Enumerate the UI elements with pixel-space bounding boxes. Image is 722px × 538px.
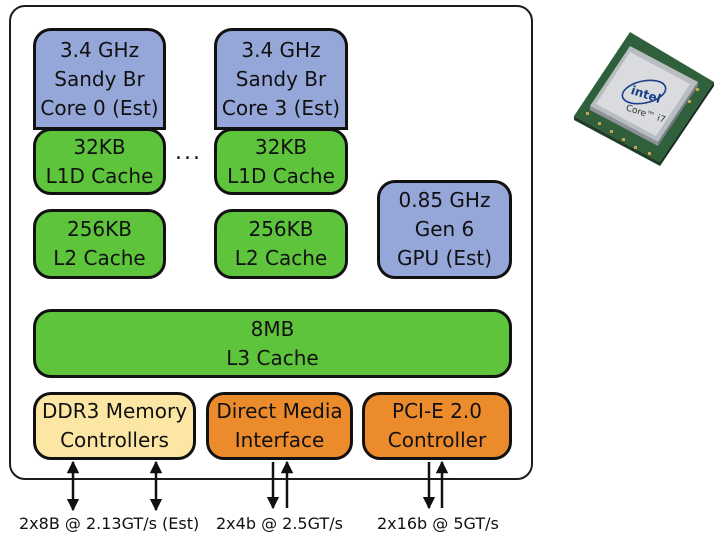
memory-controller-line2: Controllers (60, 428, 169, 452)
pcie-bandwidth-label: 2x16b @ 5GT/s (377, 514, 499, 533)
gpu-block: 0.85 GHz Gen 6 GPU (Est) (377, 180, 512, 279)
core-3-block: 3.4 GHz Sandy Br Core 3 (Est) (214, 28, 348, 130)
memory-controller-block: DDR3 Memory Controllers (33, 392, 196, 460)
dmi-bandwidth-label: 2x4b @ 2.5GT/s (216, 514, 343, 533)
direct-media-interface-block: Direct Media Interface (206, 392, 353, 460)
core-0-l1d-label: L1D Cache (45, 163, 154, 188)
intel-core-i7-processor-image: intel Core™ i7 (574, 32, 714, 166)
core-0-block: 3.4 GHz Sandy Br Core 0 (Est) (33, 28, 166, 130)
core-0-l2-size: 256KB (66, 217, 132, 241)
l3-size: 8MB (250, 316, 295, 341)
core-0-l1d-size: 32KB (73, 134, 126, 159)
core-3-l2-size: 256KB (248, 217, 314, 241)
core-0-l1d-cache: 32KB L1D Cache (33, 128, 166, 195)
core-3-l1d-cache: 32KB L1D Cache (214, 128, 348, 195)
core-3-arch: Sandy Br (235, 66, 327, 91)
core-0-l2-cache: 256KB L2 Cache (33, 209, 166, 279)
dmi-line2: Interface (234, 428, 325, 452)
pcie-line2: Controller (387, 428, 487, 452)
core-0-frequency: 3.4 GHz (59, 37, 140, 62)
core-0-name: Core 0 (Est) (40, 95, 159, 120)
core-0-l2-label: L2 Cache (53, 246, 146, 270)
core-3-l1d-label: L1D Cache (227, 163, 335, 188)
gpu-generation: Gen 6 (414, 217, 475, 241)
l3-cache-block: 8MB L3 Cache (33, 309, 512, 378)
pcie-line1: PCI-E 2.0 (392, 399, 482, 423)
core-3-name: Core 3 (Est) (221, 95, 341, 120)
memory-controller-line1: DDR3 Memory (41, 399, 188, 423)
core-3-l1d-size: 32KB (254, 134, 308, 159)
pcie-controller-block: PCI-E 2.0 Controller (362, 392, 512, 460)
dmi-line1: Direct Media (216, 399, 343, 423)
more-cores-ellipsis: ... (175, 140, 202, 165)
core-3-frequency: 3.4 GHz (241, 37, 321, 62)
core-3-l2-label: L2 Cache (234, 246, 328, 270)
memory-bandwidth-label: 2x8B @ 2.13GT/s (Est) (19, 514, 200, 533)
gpu-frequency: 0.85 GHz (398, 188, 491, 212)
core-3-l2-cache: 256KB L2 Cache (214, 209, 348, 279)
l3-label: L3 Cache (226, 345, 319, 370)
core-0-arch: Sandy Br (54, 66, 145, 91)
gpu-label: GPU (Est) (396, 246, 493, 270)
